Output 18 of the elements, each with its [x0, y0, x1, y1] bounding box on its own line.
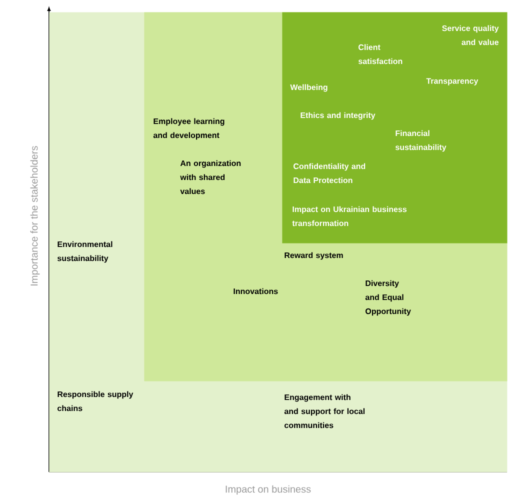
topic-label: Employee learning and development	[153, 118, 224, 140]
topic-label: Engagement with and support for local communities	[284, 394, 365, 428]
topic-label: Service quality and value	[442, 25, 499, 46]
topic-label: Financial sustainability	[396, 130, 446, 152]
topic-label: An organization with shared values	[180, 160, 241, 194]
topic-label: Responsible supply chains	[58, 391, 134, 412]
topic-label: Transparency	[426, 78, 478, 86]
topic-label: Ethics and integrity	[300, 112, 376, 120]
topic-label: Client satisfaction	[358, 44, 402, 64]
axis-title: Impact on business	[226, 485, 311, 495]
topic-label: Diversity and Equal Opportunity	[365, 280, 411, 316]
topic-label: Confidentiality and Data Protection	[294, 163, 366, 184]
topic-label: Wellbeing	[290, 84, 328, 92]
topic-label: Reward system	[284, 252, 343, 260]
topic-label: Innovations	[234, 288, 278, 294]
topic-label: Impact on Ukrainian business transformation	[292, 206, 407, 226]
topic-label: Environmental sustainability	[57, 241, 112, 263]
axis-title: Importance for the stakeholders	[30, 146, 40, 286]
